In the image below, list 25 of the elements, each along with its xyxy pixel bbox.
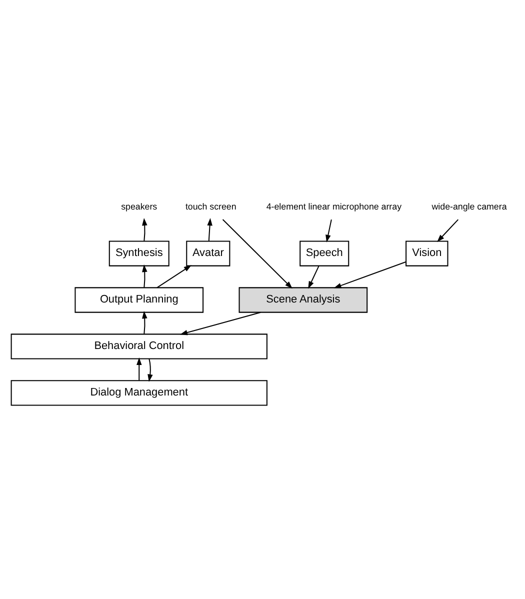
node-box: Scene Analysis [238, 286, 368, 312]
node-box: Output Planning [74, 286, 204, 312]
arrow [136, 356, 142, 380]
node-box: Behavioral Control [10, 333, 268, 359]
arrow [180, 311, 261, 335]
node-text: speakers [121, 200, 158, 211]
node-text: wide-angle camera [432, 200, 507, 211]
arrow [207, 218, 212, 240]
arrow [142, 264, 148, 287]
node-box: Avatar [186, 240, 230, 266]
arrow [142, 218, 148, 240]
node-box: Vision [406, 240, 448, 266]
node-box: Speech [300, 240, 350, 266]
arrow [308, 265, 320, 288]
node-box: Synthesis [108, 240, 170, 266]
arrow [222, 218, 292, 288]
arrow [437, 218, 458, 242]
node-text: 4-element linear microphone array [266, 200, 402, 211]
node-text: touch screen [185, 200, 236, 211]
arrow [148, 358, 153, 382]
arrow [326, 218, 332, 242]
node-box: Dialog Management [10, 380, 268, 406]
arrow [156, 264, 192, 288]
arrow [142, 310, 148, 334]
arrow [334, 260, 406, 288]
